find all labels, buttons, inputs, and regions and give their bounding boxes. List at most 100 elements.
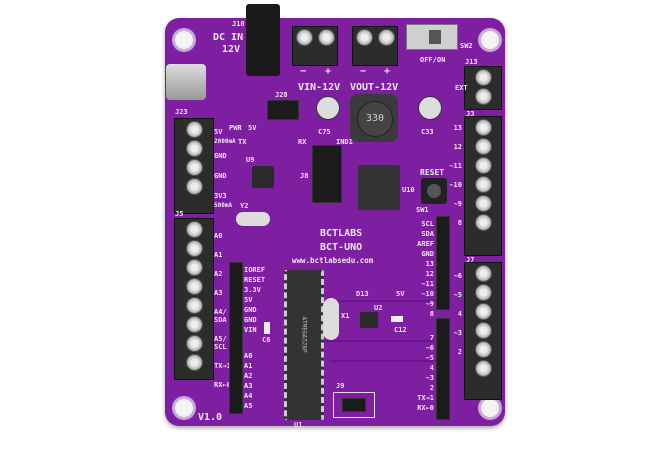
label-tx1: TX→1 [214,362,231,370]
label-5v: 5V [396,290,405,298]
inductor-value: 330 [357,101,393,137]
label-a5-pin: A5 [244,402,253,410]
label-a0: A0 [214,232,223,240]
label-d13: D13 [356,290,369,298]
screw-icon[interactable] [355,29,373,46]
label-2000ma: 2000mA [214,138,236,145]
label-a1-pin: A1 [244,362,253,370]
label-gnd-pin: GND [244,316,257,324]
header-j8 [312,145,342,203]
label-plus: + [384,66,391,77]
terminal-vin [292,26,338,66]
label-t9: ~9 [453,200,462,208]
label-d2: 2 [429,384,434,392]
label-5v-pin: 5V [244,296,253,304]
label-u10: U10 [402,186,415,194]
label-a5-scl: A5/ SCL [214,335,227,351]
label-a2: A2 [214,270,223,278]
label-vout: VOUT-12V [350,82,399,93]
trace [320,300,440,302]
terminal-digital-low [464,262,502,400]
label-t13: 13 [453,124,462,132]
label-3v3: 3V3 [214,192,227,200]
label-d7: 7 [429,334,434,342]
label-sw1: SW1 [416,206,429,214]
label-t2: 2 [457,348,462,356]
capacitor-c12 [391,316,403,322]
usb-c-port[interactable] [166,64,206,100]
label-d8: 8 [429,310,434,318]
label-vin-pin: VIN [244,326,257,334]
mounting-hole [478,28,502,52]
usb-chip-u9 [252,166,274,188]
label-c75: C75 [318,128,331,136]
label-dc-in: DC IN [213,32,244,43]
voltage-regulator [358,165,400,210]
label-t4: 4 [457,310,462,318]
label-gnd: GND [214,152,227,160]
label-u1: U1 [294,421,303,429]
trace [320,340,440,342]
label-c6: C6 [262,336,271,344]
inductor: 330 [350,94,398,142]
label-tx: TX [238,138,247,146]
header-j28 [267,100,299,120]
reset-button[interactable] [421,178,447,204]
mounting-hole [172,396,196,420]
label-j9: J9 [336,382,345,390]
label-j23: J23 [175,108,188,116]
label-rx0: RX←0 [214,381,231,389]
label-y2: Y2 [240,202,249,210]
screw-icon[interactable] [377,29,395,46]
label-j10: J10 [232,20,245,28]
label-gnd-pin: GND [244,306,257,314]
label-5v: 5V [214,128,223,136]
label-t11: ~11 [449,162,462,170]
label-u2: U2 [374,304,383,312]
mounting-hole [478,396,502,420]
label-x1: X1 [341,312,350,320]
dc-jack[interactable] [246,4,280,76]
screw-icon[interactable] [295,29,313,46]
label-j28: J28 [275,91,288,99]
label-d12: 12 [425,270,434,278]
label-t12: 12 [453,143,462,151]
label-minus: − [300,66,307,77]
label-t3: ~3 [453,329,462,337]
label-pwr: PWR [229,124,242,132]
label-u9: U9 [246,156,255,164]
label-gnd: GND [214,172,227,180]
atmega-chip: ATMEGA328P [284,270,324,420]
mcu-label: ATMEGA328P [300,316,308,353]
terminal-ext [464,66,502,110]
mounting-hole [172,28,196,52]
version-label: V1.0 [198,412,223,423]
screw-icon[interactable] [317,29,335,46]
label-j8: J8 [300,172,309,180]
label-d3: ~3 [425,374,434,382]
website-label: www.bctlabsedu.com [292,256,374,265]
brand-label: BCTLABS [320,228,363,239]
header-digital-low [436,318,450,420]
terminal-digital-high [464,116,502,256]
terminal-vout [352,26,398,66]
label-ext: EXT [455,84,468,92]
capacitor-c75 [316,96,340,120]
label-c12: C12 [394,326,407,334]
label-500ma: 500mA [214,202,233,209]
label-scl: SCL [421,220,434,228]
trace [330,360,440,362]
label-t10: ~10 [449,181,462,189]
label-reset-pin: RESET [244,276,266,284]
label-j5: J5 [175,210,184,218]
label-gnd-pin: GND [421,250,434,258]
power-switch[interactable] [406,24,458,50]
label-ioref: IOREF [244,266,266,274]
model-label: BCT-UNO [320,242,363,253]
label-d9: ~9 [425,300,434,308]
label-5v-led: 5V [248,124,257,132]
icsp-header-j9 [333,392,375,418]
label-d5: ~5 [425,354,434,362]
header-power-analog [229,262,243,414]
label-a4-sda: A4/ SDA [214,308,227,324]
